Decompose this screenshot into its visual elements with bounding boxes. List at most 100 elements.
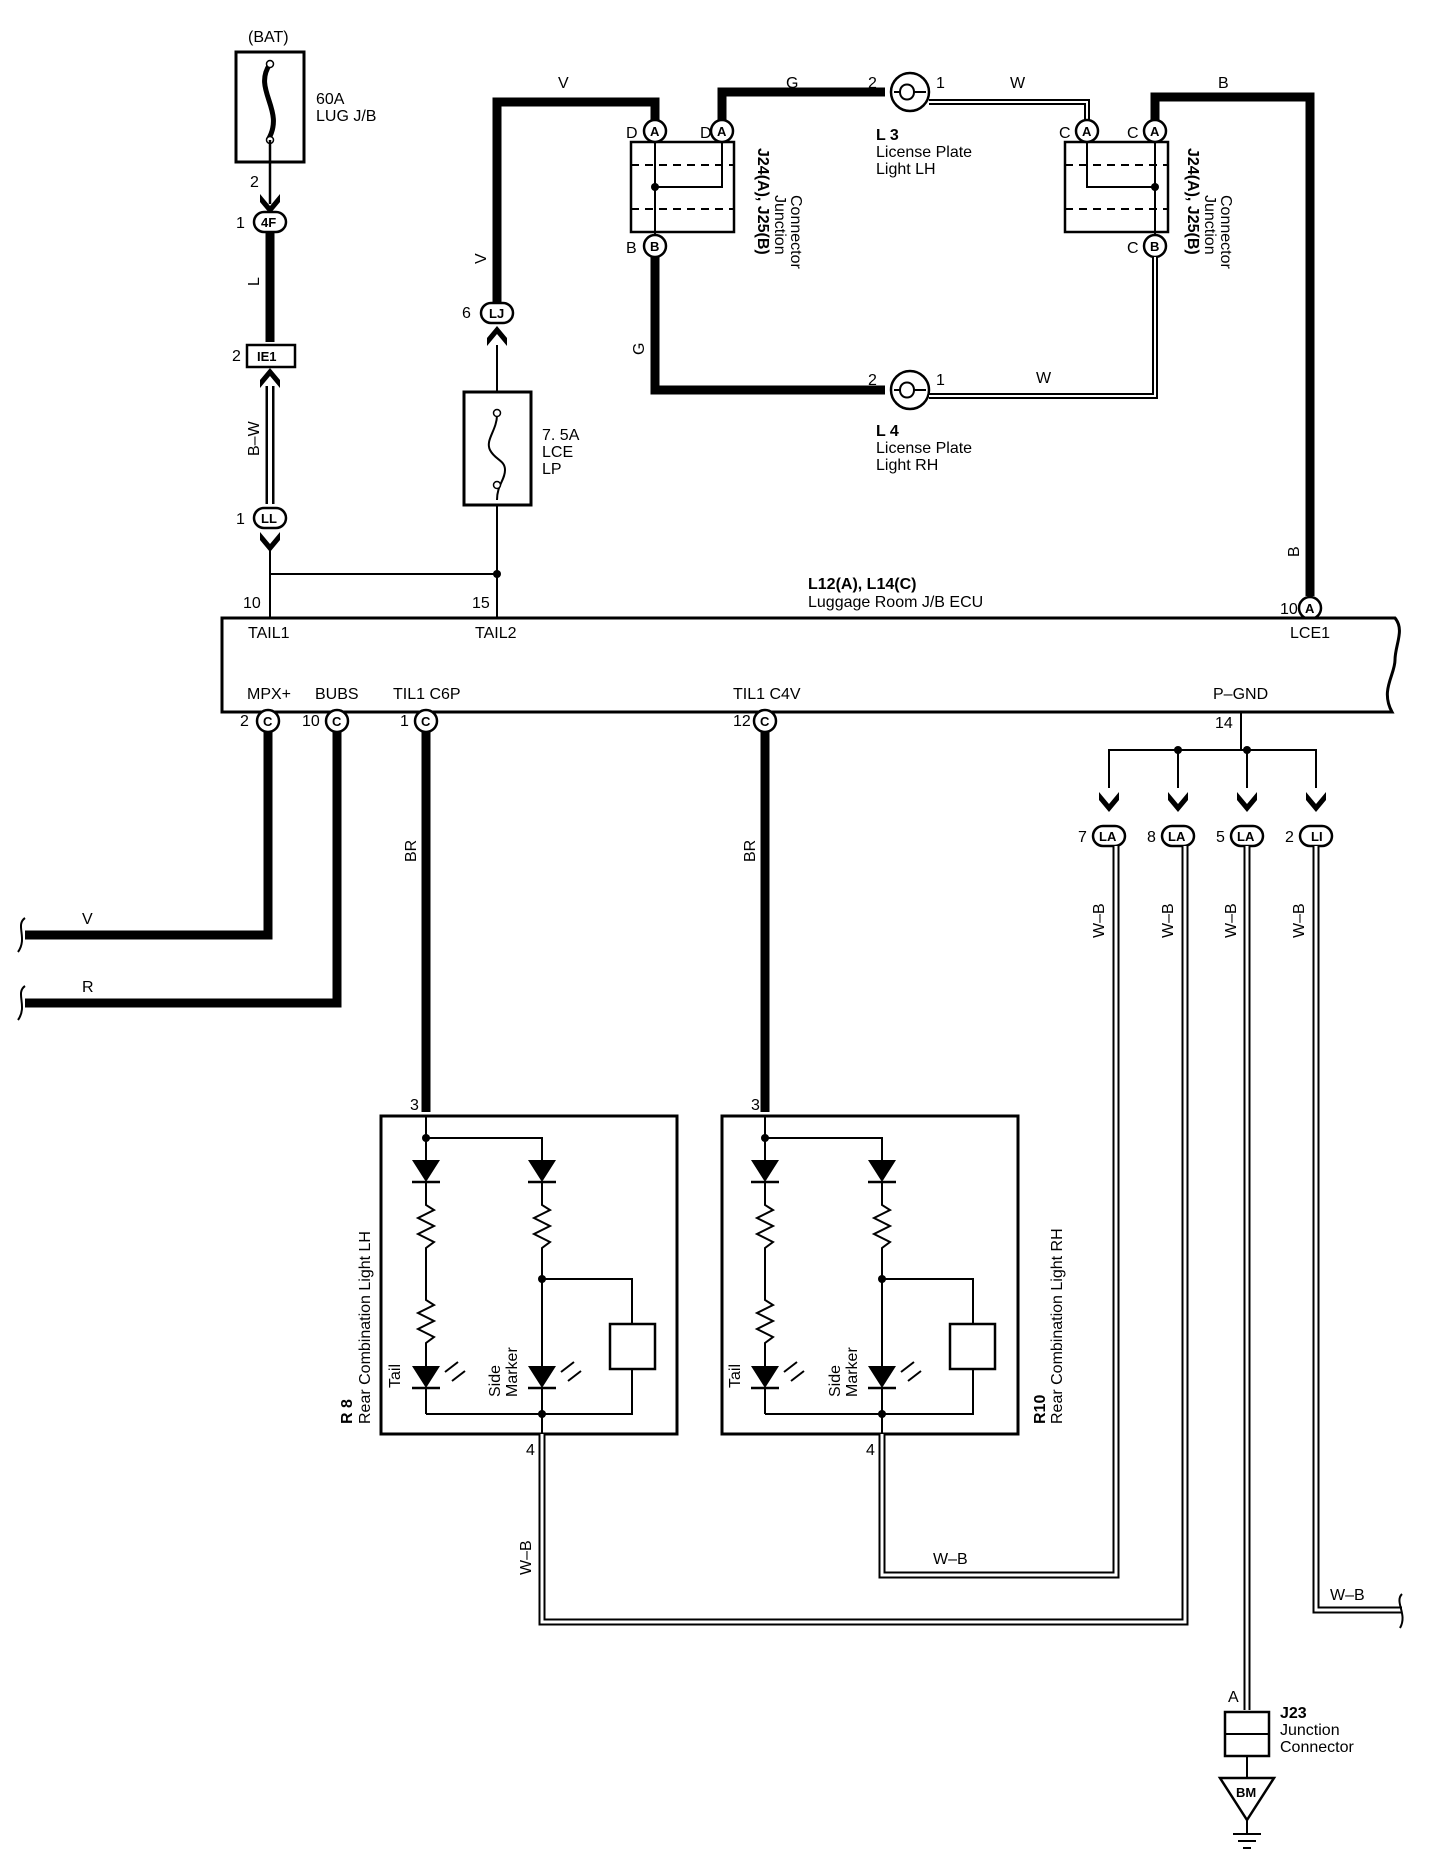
svg-text:License Plate: License Plate: [876, 440, 972, 457]
wire-w-b-lh: [538, 846, 1189, 1626]
svg-text:Rear Combination Light RH: Rear Combination Light RH: [1049, 1228, 1066, 1424]
svg-text:C: C: [1059, 125, 1071, 142]
svg-text:LP: LP: [542, 461, 562, 478]
svg-text:5: 5: [1216, 829, 1225, 846]
svg-text:LA: LA: [1099, 829, 1117, 844]
svg-text:TAIL2: TAIL2: [475, 625, 517, 642]
svg-text:TAIL1: TAIL1: [248, 625, 290, 642]
connector-til1-c6p: 1 C: [400, 708, 439, 734]
wire-b-w-label: B–W: [246, 420, 263, 456]
svg-text:1: 1: [936, 372, 945, 389]
bat-label: (BAT): [248, 29, 289, 46]
svg-text:12: 12: [733, 713, 751, 730]
wire-r-bubs: [25, 732, 342, 1008]
led-tail-icon: [751, 1366, 779, 1388]
connector-li-2: 2 LI: [1285, 824, 1334, 848]
svg-text:R10: R10: [1032, 1395, 1049, 1424]
svg-text:B: B: [626, 240, 637, 257]
svg-text:TIL1 C6P: TIL1 C6P: [393, 686, 461, 703]
svg-text:2: 2: [1285, 829, 1294, 846]
svg-text:J24(A), J25(B): J24(A), J25(B): [754, 148, 771, 255]
svg-text:2: 2: [232, 348, 241, 365]
svg-text:BUBS: BUBS: [315, 686, 359, 703]
svg-text:A: A: [717, 124, 727, 139]
wire-w-b-li-end-label: W–B: [1330, 1587, 1365, 1604]
svg-text:4F: 4F: [261, 215, 276, 230]
fuse-icon: [487, 414, 507, 501]
connector-ie1: 2 IE1: [232, 343, 297, 369]
svg-text:TIL1 C4V: TIL1 C4V: [733, 686, 801, 703]
wire-b-top-label: B: [1218, 75, 1229, 92]
svg-text:L 3: L 3: [876, 127, 899, 144]
diode-icon: [412, 1160, 440, 1182]
resistor-icon: [871, 1182, 893, 1366]
junction-connector-left: D A D A B B J24(A), J25(B) Junction Conn…: [626, 118, 804, 269]
svg-text:Luggage Room J/B ECU: Luggage Room J/B ECU: [808, 594, 983, 611]
wire-break-icon: [17, 985, 26, 1021]
svg-text:Connector: Connector: [787, 195, 804, 269]
svg-text:2: 2: [868, 75, 877, 92]
svg-text:L 4: L 4: [876, 423, 899, 440]
svg-text:C: C: [760, 714, 770, 729]
diode-icon: [528, 1160, 556, 1182]
wire-br-rh-label: BR: [742, 840, 759, 862]
ground-icon: [1217, 1776, 1277, 1823]
svg-text:A: A: [1228, 1689, 1239, 1706]
wire-w-lower: [929, 257, 1158, 399]
svg-text:7. 5A: 7. 5A: [542, 427, 580, 444]
svg-text:LJ: LJ: [489, 306, 504, 321]
svg-text:Rear Combination Light LH: Rear Combination Light LH: [357, 1231, 374, 1424]
ground-bus: [1108, 749, 1317, 788]
svg-text:2: 2: [240, 713, 249, 730]
fuse-60a-name: LUG J/B: [316, 108, 376, 125]
svg-text:7: 7: [1078, 829, 1087, 846]
svg-text:Marker: Marker: [504, 1347, 521, 1397]
resistor-icon: [531, 1182, 553, 1366]
svg-text:1: 1: [236, 215, 245, 232]
svg-text:1: 1: [936, 75, 945, 92]
wire-br-lh-label: BR: [403, 840, 420, 862]
svg-text:LCE: LCE: [542, 444, 573, 461]
wire-v-mpx: [25, 732, 273, 940]
rear-combination-light-rh: 3 4 Tail Side Marker R10 Rear Combinatio…: [720, 1097, 1066, 1459]
svg-text:Junction: Junction: [771, 195, 788, 255]
wire-g-lower-label: G: [631, 343, 648, 355]
wire-g-top-label: G: [786, 75, 798, 92]
svg-text:3: 3: [410, 1097, 419, 1114]
wire-v-side-label: V: [473, 253, 490, 264]
wire-w-b-rh: [878, 846, 1120, 1579]
svg-text:4: 4: [526, 1442, 535, 1459]
svg-text:B: B: [650, 239, 659, 254]
svg-text:J24(A), J25(B): J24(A), J25(B): [1184, 148, 1201, 255]
wire-w-b-lh-label: W–B: [518, 1540, 535, 1575]
connector-la-5: 5 LA: [1216, 824, 1265, 848]
wire-w-b-la7-label: W–B: [1091, 903, 1108, 938]
svg-text:P–GND: P–GND: [1213, 686, 1268, 703]
wire-r-bubs-label: R: [82, 979, 94, 996]
svg-text:LA: LA: [1237, 829, 1255, 844]
wire-w-b-rh-label: W–B: [933, 1551, 968, 1568]
connector-ll: 1 LL: [236, 506, 288, 530]
svg-text:C: C: [1127, 125, 1139, 142]
connector-mpx: 2 C: [240, 708, 281, 734]
svg-text:A: A: [1082, 124, 1092, 139]
svg-text:LA: LA: [1168, 829, 1186, 844]
wire-w-b-la5-label: W–B: [1223, 903, 1240, 938]
svg-text:Tail: Tail: [387, 1364, 404, 1388]
wire-b-lce: [1150, 92, 1315, 596]
svg-text:15: 15: [472, 595, 490, 612]
wire-w-b-li: [1312, 846, 1402, 1614]
svg-text:Junction: Junction: [1201, 195, 1218, 255]
wire-v-mpx-label: V: [82, 911, 93, 928]
wire-w-top: [929, 99, 1090, 120]
wire-w-top-label: W: [1010, 75, 1026, 92]
connector-la-7: 7 LA: [1078, 824, 1127, 848]
svg-text:D: D: [700, 125, 712, 142]
svg-text:1: 1: [400, 713, 409, 730]
led-side-marker-icon: [528, 1366, 556, 1388]
svg-text:MPX+: MPX+: [247, 686, 291, 703]
svg-text:R 8: R 8: [339, 1399, 356, 1424]
wire-g-top: [717, 87, 885, 120]
fuse-7-5a-lce: 7. 5A LCE LP: [462, 390, 580, 507]
svg-text:Connector: Connector: [1217, 195, 1234, 269]
